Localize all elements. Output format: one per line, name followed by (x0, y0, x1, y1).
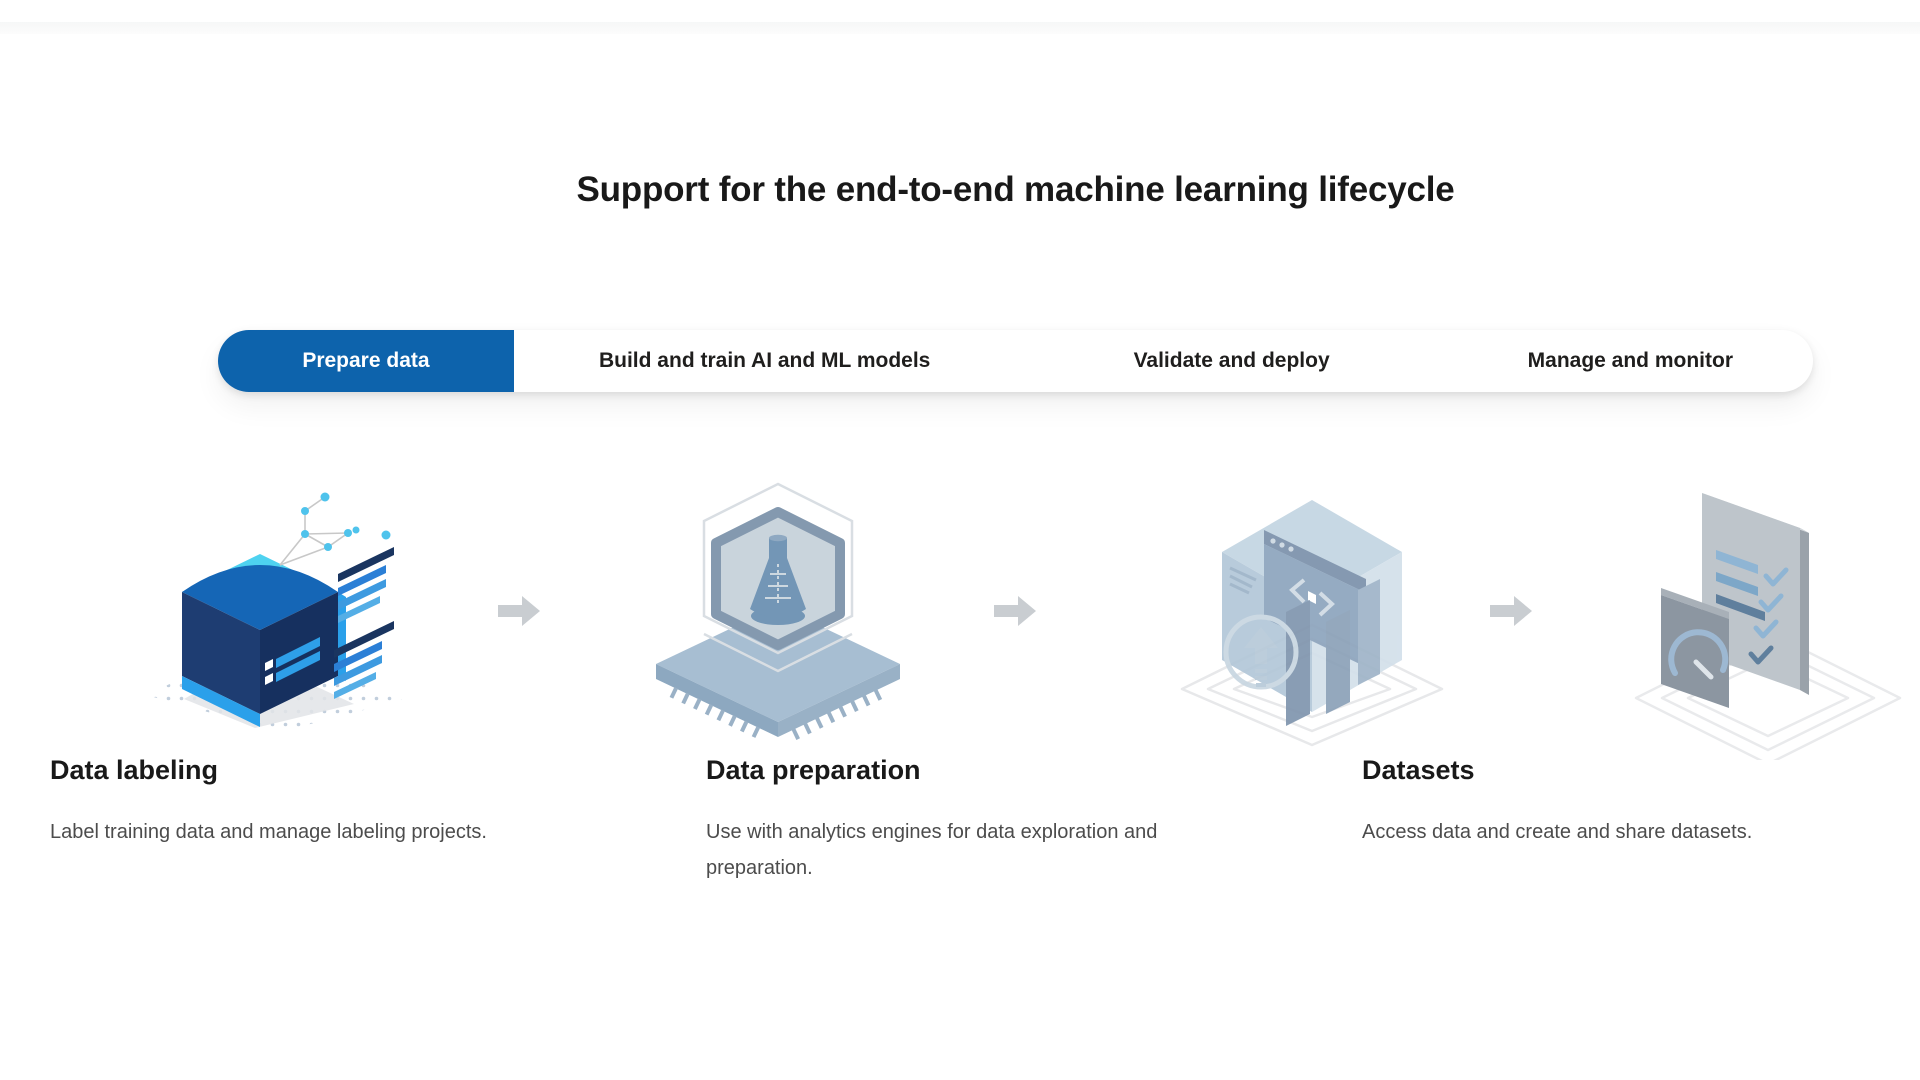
page-title: Support for the end-to-end machine learn… (576, 170, 1455, 209)
feature-description: Use with analytics engines for data expl… (706, 821, 1158, 879)
feature-title: Data preparation (706, 755, 921, 785)
tab-validate-deploy[interactable]: Validate and deploy (1133, 349, 1330, 372)
feature-data-labeling: Data labeling Label training data and ma… (50, 754, 650, 850)
feature-description: Label training data and manage labeling … (50, 821, 487, 843)
manage-monitor-icon (1634, 493, 1902, 760)
feature-title: Datasets (1362, 755, 1475, 785)
data-labeling-icon (146, 492, 402, 732)
feature-title: Data labeling (50, 755, 219, 785)
feature-data-preparation: Data preparation Use with analytics engi… (706, 754, 1306, 886)
right-arrow-icon (994, 596, 1036, 626)
lifecycle-tabbar: Prepare data Build and train AI and ML m… (218, 330, 1813, 392)
tab-prepare-data[interactable]: Prepare data (218, 330, 514, 392)
feature-datasets: Datasets Access data and create and shar… (1362, 754, 1920, 850)
validate-deploy-icon (1180, 500, 1444, 747)
tab-build-train[interactable]: Build and train AI and ML models (598, 349, 931, 372)
right-arrow-icon (1490, 596, 1532, 626)
data-preparation-icon (656, 482, 900, 740)
feature-description: Access data and create and share dataset… (1362, 821, 1753, 843)
tab-manage-monitor[interactable]: Manage and monitor (1527, 349, 1734, 372)
top-divider (0, 22, 1920, 34)
right-arrow-icon (498, 596, 540, 626)
